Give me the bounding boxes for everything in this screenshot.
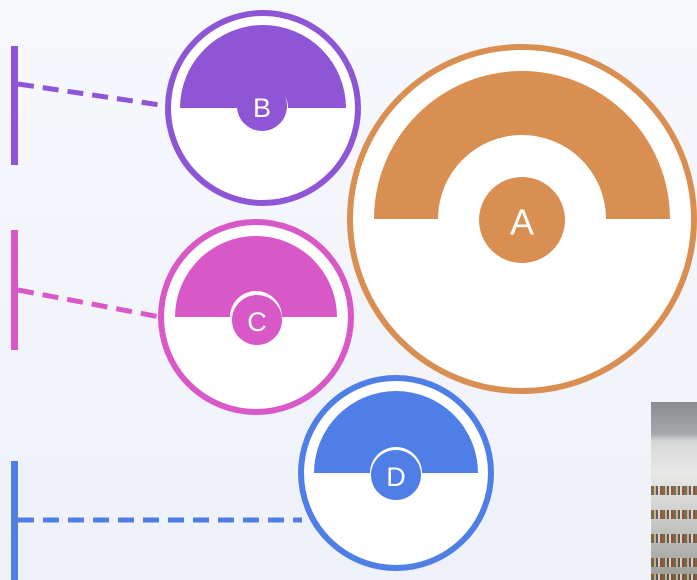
node-b-label: B: [253, 93, 271, 123]
shelf-row: [651, 534, 697, 543]
shelf-row: [651, 558, 697, 567]
shelf-row: [651, 574, 697, 580]
node-c[interactable]: C: [158, 219, 354, 415]
node-c-arc: [175, 236, 337, 317]
node-c-badge: [232, 295, 282, 345]
shelf-row: [651, 510, 697, 519]
node-a-arc: [374, 71, 670, 219]
node-d-label: D: [386, 462, 406, 492]
bookshelf-photo-icon: [651, 402, 697, 580]
node-a-label: A: [510, 202, 534, 243]
node-c-label: C: [247, 307, 267, 337]
connector-dash-c: [17, 287, 161, 320]
connector-bar-d: [11, 461, 18, 580]
node-d[interactable]: D: [298, 375, 494, 571]
node-d-arc: [314, 391, 478, 473]
connector-bar-c: [11, 230, 18, 350]
node-d-badge: [371, 450, 421, 500]
connector-b: [11, 46, 168, 165]
connector-bar-b: [11, 46, 18, 165]
connector-dash-b: [17, 81, 168, 109]
connector-d: [11, 461, 302, 580]
node-b-badge: [237, 81, 287, 131]
node-a[interactable]: A: [347, 44, 697, 394]
node-b-arc: [180, 25, 346, 108]
node-a-badge: [479, 177, 565, 263]
node-b[interactable]: B: [165, 10, 361, 206]
shelf-row: [651, 486, 697, 495]
connector-c: [11, 230, 161, 350]
